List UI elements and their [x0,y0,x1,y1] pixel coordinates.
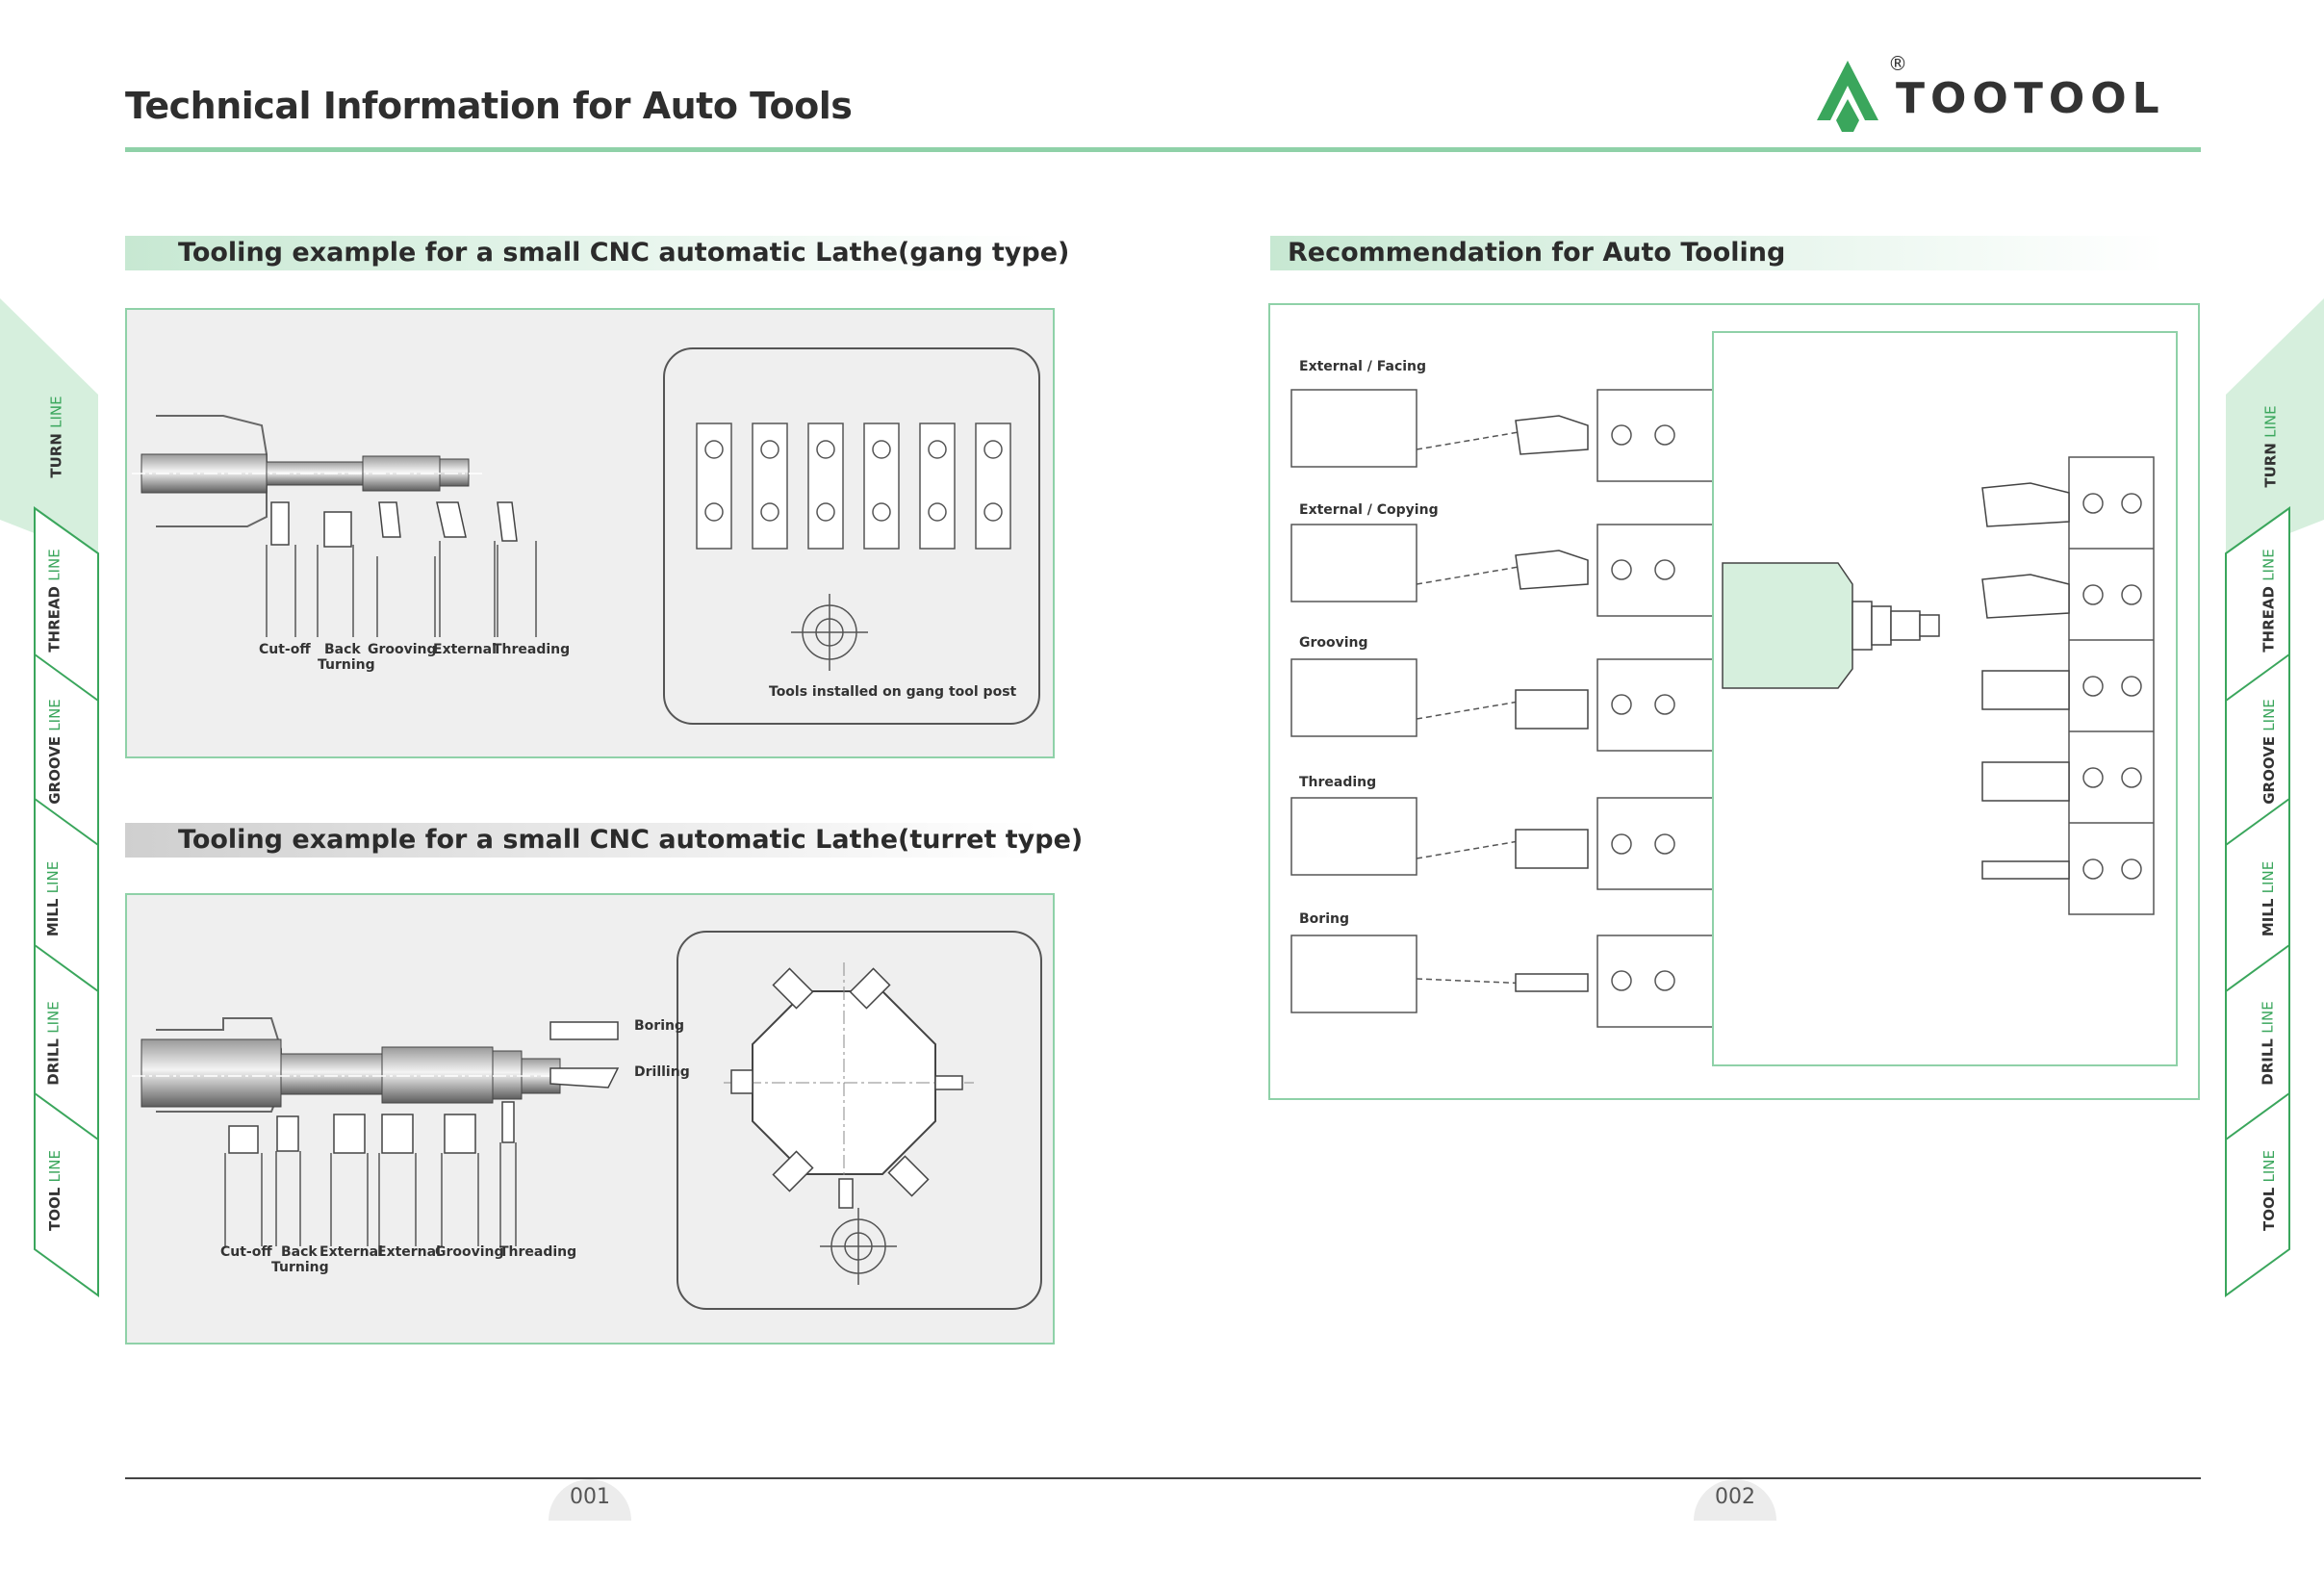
left-tab-drill[interactable]: DRILL LINE [44,1001,63,1086]
right-tab-thread[interactable]: THREAD LINE [2260,549,2278,653]
rec-label-threading: Threading [1299,775,1377,790]
turret-label-cutoff: Cut-off [220,1244,272,1260]
page-number-left: 001 [549,1479,631,1521]
footer-rule [125,1477,2201,1479]
left-tab-tool[interactable]: TOOL LINE [46,1149,64,1232]
rec-label-boring: Boring [1299,911,1349,927]
header-rule [125,147,2201,152]
gang-section-heading: Tooling example for a small CNC automati… [125,236,1069,270]
logo-wordmark: TOOTOOL [1896,74,2165,123]
right-tab-turn[interactable]: TURN LINE [2261,405,2280,488]
gang-label-turning: Turning [318,657,375,673]
recommendation-section-heading: Recommendation for Auto Tooling [1270,236,2165,270]
turret-label-external-1: External [319,1244,383,1260]
gang-label-back: Back [324,642,361,657]
right-tab-tool[interactable]: TOOL LINE [2260,1149,2279,1232]
turret-section-heading: Tooling example for a small CNC automati… [125,823,1083,858]
rec-label-external-copying: External / Copying [1299,502,1439,518]
left-side-tabs [0,298,99,1297]
logo-mark-icon [1817,61,1878,132]
left-tab-groove[interactable]: GROOVE LINE [45,699,64,805]
page-number-right: 002 [1694,1479,1776,1521]
right-tab-drill[interactable]: DRILL LINE [2259,1001,2277,1086]
right-tab-mill[interactable]: MILL LINE [2260,860,2278,937]
recommendation-drawing [1290,331,2178,1066]
left-tab-thread[interactable]: THREAD LINE [45,549,64,653]
gang-lathe-drawing [132,347,1040,725]
turret-label-turning: Turning [271,1260,329,1275]
gang-label-threading: Threading [493,642,571,657]
right-tab-groove[interactable]: GROOVE LINE [2260,699,2278,805]
gang-post-caption: Tools installed on gang tool post [769,684,1017,700]
left-tab-mill[interactable]: MILL LINE [44,860,63,937]
rec-label-external-facing: External / Facing [1299,359,1427,374]
gang-label-cutoff: Cut-off [259,642,311,657]
turret-label-back: Back [281,1244,318,1260]
turret-label-threading: Threading [499,1244,577,1260]
recommendation-panel: External / Facing External / Copying Gro… [1268,303,2200,1100]
turret-panel: Cut-off Back Turning External External G… [125,893,1055,1345]
turret-label-boring: Boring [634,1018,684,1034]
right-side-tabs [2225,298,2324,1297]
registered-mark: ® [1888,52,1907,75]
turret-label-grooving: Grooving [435,1244,504,1260]
page-title: Technical Information for Auto Tools [125,85,853,127]
turret-label-external-2: External [377,1244,441,1260]
rec-label-grooving: Grooving [1299,635,1368,651]
turret-label-drilling: Drilling [634,1064,690,1080]
gang-panel: Cut-off Back Turning Grooving External T… [125,308,1055,758]
gang-label-external: External [433,642,497,657]
gang-label-grooving: Grooving [368,642,437,657]
turret-lathe-drawing [132,931,1042,1310]
brand-logo: TOOTOOL [1817,61,2165,132]
left-tab-turn[interactable]: TURN LINE [47,396,65,478]
